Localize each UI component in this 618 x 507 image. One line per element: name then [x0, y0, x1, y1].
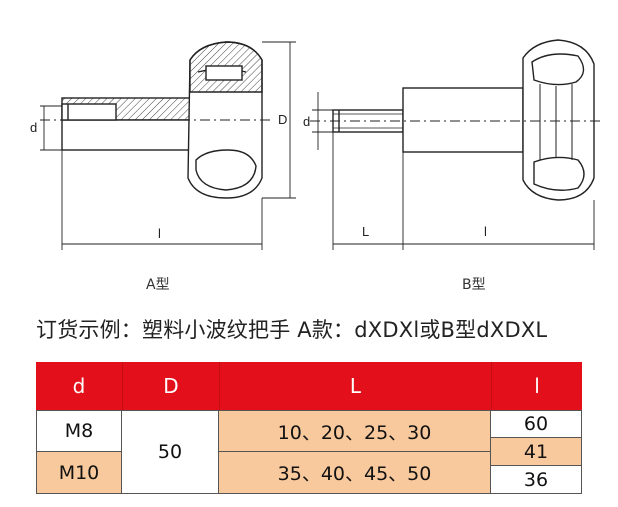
cell-L-m8: 10、20、25、30	[219, 410, 491, 452]
type-b-caption: B型	[462, 277, 486, 293]
header-l: l	[491, 362, 582, 410]
type-a-dim-D: D	[278, 112, 287, 127]
header-L: L	[219, 362, 491, 410]
type-a-drawing	[40, 41, 296, 250]
order-example: 订货示例：塑料小波纹把手 A款：dXDXl或B型dXDXL	[36, 318, 548, 342]
type-b-dim-l: l	[484, 224, 487, 239]
cell-d-m10: M10	[36, 452, 122, 494]
cell-L-m10: 35、40、45、50	[219, 452, 491, 494]
cell-l-36: 36	[491, 466, 582, 494]
header-d: d	[36, 362, 122, 410]
cell-l-60: 60	[491, 410, 582, 438]
type-b-drawing	[310, 39, 600, 250]
type-b-dim-L: L	[362, 224, 369, 239]
type-a-dim-d: d	[30, 120, 37, 135]
type-a-dim-l: l	[158, 226, 161, 241]
spec-table: d D L l M8 M10 50 10、20、25、30 35、40、45、5…	[36, 362, 582, 494]
cell-D-merged: 50	[122, 410, 219, 494]
cell-d-m8: M8	[36, 410, 122, 452]
type-b-dim-d: d	[303, 114, 310, 129]
cell-l-41: 41	[491, 438, 582, 466]
technical-drawing: d D l A型 d L l B型	[30, 39, 600, 293]
header-D: D	[122, 362, 219, 410]
type-a-caption: A型	[146, 277, 170, 293]
